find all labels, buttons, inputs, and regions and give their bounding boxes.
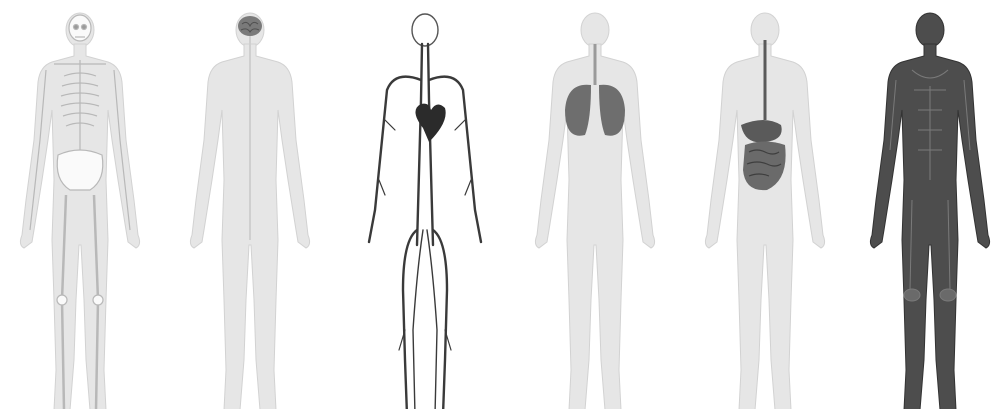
panel-digestive <box>705 13 824 409</box>
panel-respiratory <box>535 13 654 409</box>
panel-circulatory <box>369 14 481 409</box>
panel-muscular <box>870 13 989 409</box>
panel-skeletal <box>20 13 139 409</box>
heart-vessels-icon <box>369 14 481 409</box>
panel-nervous <box>190 13 309 409</box>
